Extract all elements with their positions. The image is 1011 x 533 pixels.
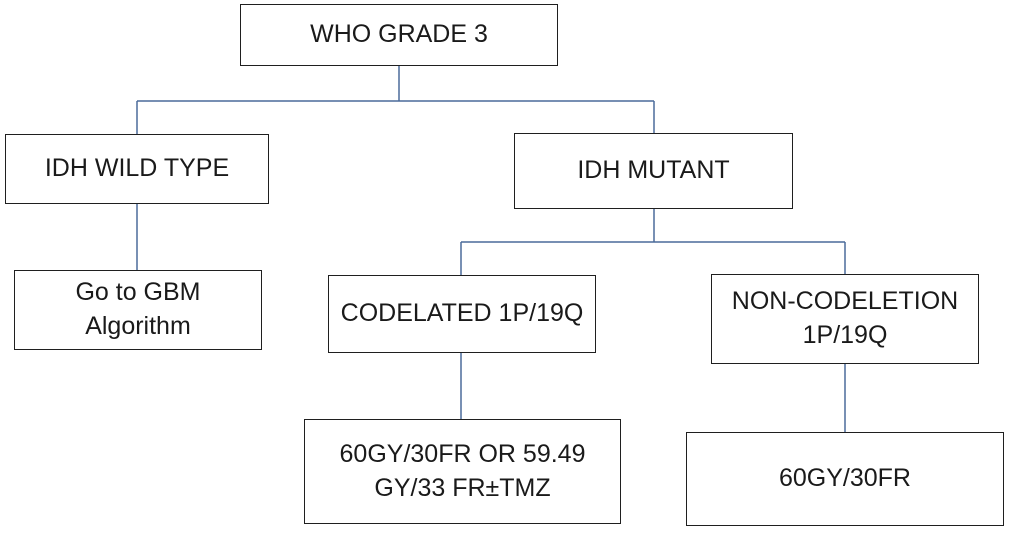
non-codeletion-node: NON-CODELETION 1P/19Q <box>711 274 979 364</box>
codeleted-node: CODELATED 1P/19Q <box>328 275 596 353</box>
codeleted-label: CODELATED 1P/19Q <box>340 299 584 328</box>
gbm-algorithm-node: Go to GBM Algorithm <box>14 270 262 350</box>
idh-wild-type-node: IDH WILD TYPE <box>5 134 269 204</box>
codeleted-treatment-node: 60GY/30FR OR 59.49 GY/33 FR±TMZ <box>304 419 621 524</box>
who-grade-3-label: WHO GRADE 3 <box>310 20 488 49</box>
gbm-algorithm-label: Go to GBM Algorithm <box>75 278 201 340</box>
idh-wild-type-label: IDH WILD TYPE <box>44 154 230 183</box>
codeleted-treatment-label: 60GY/30FR OR 59.49 GY/33 FR±TMZ <box>339 439 586 502</box>
who-grade-3-node: WHO GRADE 3 <box>240 4 558 66</box>
non-codeletion-treatment-node: 60GY/30FR <box>686 432 1004 526</box>
non-codeletion-label: NON-CODELETION 1P/19Q <box>731 287 959 349</box>
idh-mutant-label: IDH MUTANT <box>577 156 730 185</box>
non-codeletion-treatment-label: 60GY/30FR <box>778 464 911 493</box>
idh-mutant-node: IDH MUTANT <box>514 133 793 209</box>
